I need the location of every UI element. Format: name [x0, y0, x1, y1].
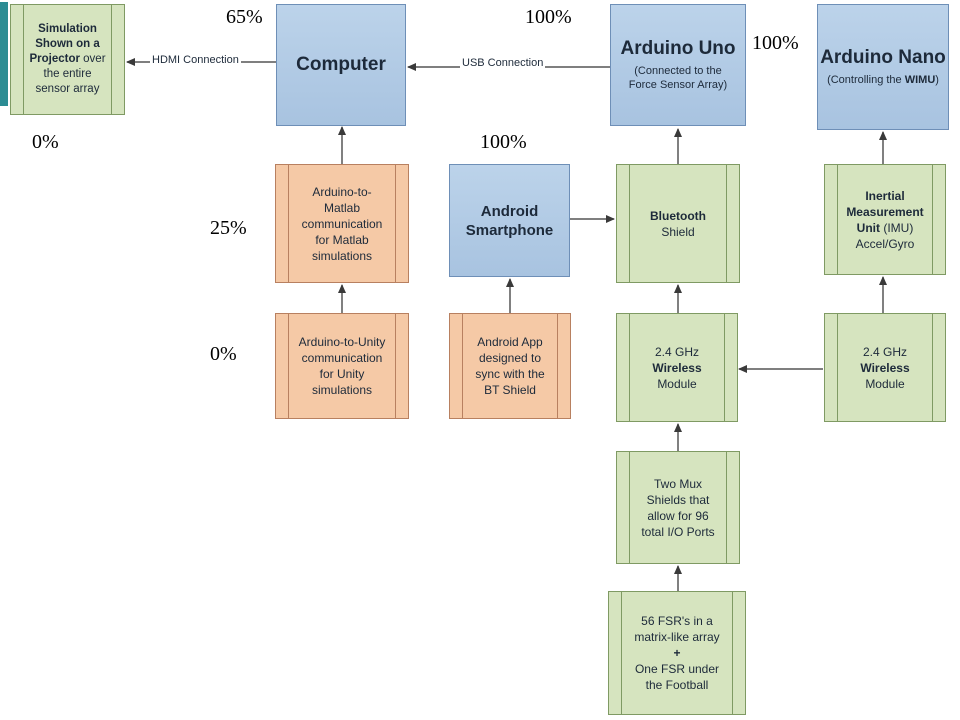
- simulation-box: Simulation Shown on a Projector over the…: [10, 4, 125, 115]
- android-app-l4: BT Shield: [484, 383, 536, 397]
- computer-title: Computer: [296, 54, 386, 75]
- wireless-right-l2: Wireless: [860, 360, 910, 375]
- matlab-l2: Matlab: [323, 200, 361, 215]
- android-app-box: Android App designed to sync with the BT…: [449, 313, 571, 419]
- imu-box: Inertial Measurement Unit (IMU) Accel/Gy…: [824, 164, 946, 275]
- wireless-module-left-box: 2.4 GHz Wireless Module: [616, 313, 738, 422]
- usb-connection-label: USB Connection: [460, 57, 546, 69]
- computer-percentage: 65%: [226, 6, 263, 28]
- fsr-l1: 56 FSR's in a: [641, 614, 713, 628]
- matlab-l1: Arduino-to-: [312, 184, 372, 199]
- imu-l3-rest: (IMU): [880, 220, 914, 235]
- bluetooth-l2: Shield: [661, 224, 695, 239]
- fsr-l4: One FSR under: [634, 662, 720, 676]
- arduino-nano-sub-bold: WIMU: [904, 74, 936, 86]
- android-smartphone-l2: Smartphone: [465, 221, 554, 239]
- imu-l4: Accel/Gyro: [855, 236, 915, 251]
- left-edge-accent: [0, 2, 8, 106]
- unity-percentage: 0%: [210, 343, 237, 365]
- mux-l4: total I/O Ports: [641, 524, 715, 539]
- arduino-nano-box: Arduino Nano (Controlling the WIMU): [817, 4, 949, 130]
- simulation-line3-bold: Projector: [29, 53, 80, 65]
- arduino-nano-title: Arduino Nano: [820, 47, 946, 68]
- wireless-left-l3: Module: [657, 376, 697, 391]
- bluetooth-shield-box: Bluetooth Shield: [616, 164, 740, 283]
- mux-l3: allow for 96: [647, 508, 709, 523]
- arduino-uno-sub1: (Connected to the: [634, 65, 722, 77]
- simulation-line3-rest: over: [79, 53, 106, 65]
- android-smartphone-percentage: 100%: [480, 131, 527, 153]
- imu-l1: Inertial: [865, 188, 905, 203]
- arduino-uno-sub2: Force Sensor Array): [628, 79, 728, 91]
- arduino-uno-box: Arduino Uno (Connected to the Force Sens…: [610, 4, 746, 126]
- arduino-uno-title: Arduino Uno: [620, 38, 736, 59]
- wireless-right-l3: Module: [865, 376, 905, 391]
- arduino-uno-sub: (Connected to the Force Sensor Array): [629, 64, 727, 92]
- matlab-l3: communication: [301, 216, 383, 231]
- matlab-box: Arduino-to- Matlab communication for Mat…: [275, 164, 409, 283]
- android-app-l1: Android App: [477, 335, 543, 349]
- android-app-l2: designed to: [478, 351, 542, 365]
- simulation-line2: Shown on a: [35, 38, 100, 50]
- arduino-nano-sub: (Controlling the WIMU): [827, 73, 939, 87]
- matlab-l5: simulations: [311, 248, 373, 263]
- unity-l2: communication: [301, 351, 383, 365]
- simulation-line4: the entire: [43, 68, 92, 80]
- android-smartphone-box: Android Smartphone: [449, 164, 570, 277]
- wireless-left-l2: Wireless: [652, 360, 702, 375]
- arduino-nano-sub-pre: (Controlling the: [827, 74, 905, 86]
- unity-box: Arduino-to-Unity communication for Unity…: [275, 313, 409, 419]
- android-app-l3: sync with the: [475, 367, 545, 381]
- android-smartphone-l1: Android: [480, 202, 539, 220]
- matlab-l4: for Matlab: [315, 232, 369, 247]
- fsr-l2: matrix-like array: [634, 630, 720, 644]
- mux-l2: Shields that: [646, 492, 710, 507]
- unity-l1: Arduino-to-Unity: [298, 335, 386, 349]
- imu-l3-bold: Unit: [856, 220, 880, 235]
- simulation-percentage: 0%: [32, 131, 59, 153]
- wireless-left-l1: 2.4 GHz: [654, 344, 699, 359]
- fsr-l3: +: [673, 646, 681, 660]
- matlab-percentage: 25%: [210, 217, 247, 239]
- mux-l1: Two Mux: [653, 476, 702, 491]
- unity-l3: for Unity: [319, 367, 365, 381]
- unity-l4: simulations: [311, 383, 373, 397]
- bluetooth-l1: Bluetooth: [650, 208, 706, 223]
- arduino-nano-percentage: 100%: [752, 32, 799, 54]
- arduino-uno-percentage: 100%: [525, 6, 572, 28]
- simulation-line5: sensor array: [35, 83, 100, 95]
- wireless-right-l1: 2.4 GHz: [862, 344, 907, 359]
- hdmi-connection-label: HDMI Connection: [150, 54, 241, 66]
- mux-shields-box: Two Mux Shields that allow for 96 total …: [616, 451, 740, 564]
- computer-box: Computer: [276, 4, 406, 126]
- wireless-module-right-box: 2.4 GHz Wireless Module: [824, 313, 946, 422]
- fsr-array-box: 56 FSR's in a matrix-like array + One FS…: [608, 591, 746, 715]
- arduino-nano-sub-post: ): [935, 74, 939, 86]
- fsr-l5: the Football: [645, 678, 709, 692]
- imu-l2: Measurement: [846, 204, 924, 219]
- simulation-line1: Simulation: [38, 23, 97, 35]
